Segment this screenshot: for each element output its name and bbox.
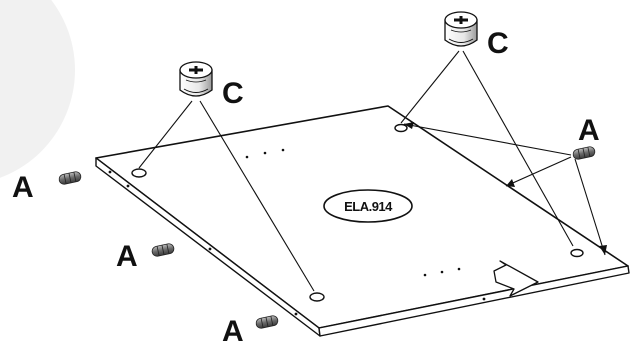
cam-hole-top xyxy=(394,123,408,133)
cam-lock-left xyxy=(179,61,213,97)
direction-arrow xyxy=(493,260,539,297)
cam-hole-front xyxy=(309,292,325,302)
dowel-bottom xyxy=(255,315,279,329)
leader-lines xyxy=(138,50,606,292)
label-a-right: A xyxy=(578,114,600,147)
label-a-left: A xyxy=(12,171,34,204)
part-code-label: ELA.914 xyxy=(323,189,413,223)
cam-lock-right xyxy=(444,11,478,47)
label-a-middle: A xyxy=(116,240,138,273)
label-c-left: C xyxy=(222,77,244,110)
edge-holes xyxy=(108,170,486,316)
part-code-text: ELA.914 xyxy=(344,199,393,214)
cam-hole-left xyxy=(131,168,147,178)
label-c-right: C xyxy=(487,27,509,60)
background-shape xyxy=(0,0,75,178)
dowel-right xyxy=(572,146,596,160)
dowel-middle xyxy=(151,243,175,257)
cam-hole-right xyxy=(570,248,584,258)
dowel-left xyxy=(58,171,82,185)
dots xyxy=(245,148,461,277)
cam-holes xyxy=(131,123,584,302)
label-a-bottom: A xyxy=(222,315,244,348)
arrowheads xyxy=(404,122,607,255)
